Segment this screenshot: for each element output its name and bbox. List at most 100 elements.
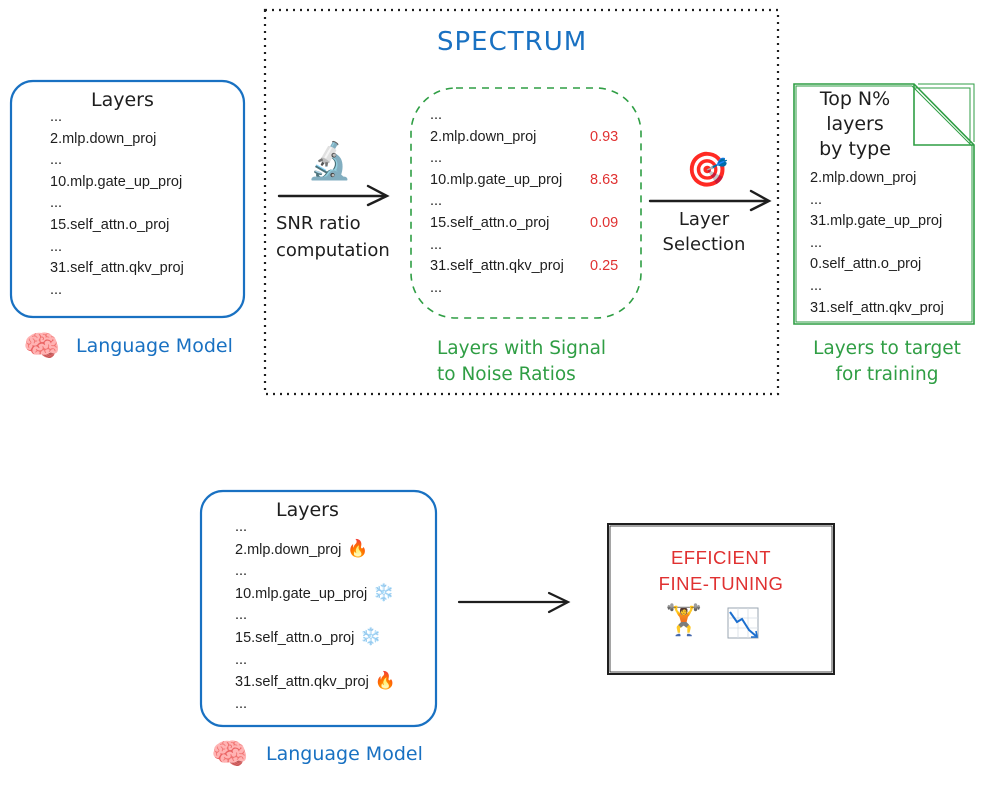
target-layer-line: 0.self_attn.o_proj [810,256,922,273]
layer-name: ... [235,695,248,712]
snr-caption-line-1: Layers with Signal [437,338,607,359]
layer-line: ... [235,694,396,716]
target-layer-line: 31.self_attn.qkv_proj [810,299,944,316]
target-doc-lines: 2.mlp.down_proj... 31.mlp.gate_up_proj...… [810,168,944,319]
snr-value: 0.93 [590,128,619,145]
lm-bottom-lines: ...2.mlp.down_proj🔥...10.mlp.gate_up_pro… [235,517,396,715]
snr-frame [410,87,642,319]
snr-row: ... [430,105,630,127]
lm-box-bottom-frame [199,489,438,728]
target-caption-line-1: Layers to target [813,338,961,359]
layer-name: ... [235,607,248,624]
brain-icon: 🧠 [23,329,61,364]
layer-line: 10.mlp.gate_up_proj [50,173,183,190]
layer-line: 10.mlp.gate_up_proj ❄️ [235,583,396,606]
layer-line: 15.self_attn.o_proj [50,216,170,233]
snr-value: 0.09 [590,214,619,231]
layer-line: 15.self_attn.o_proj ❄️ [235,627,396,650]
layer-name: 2.mlp.down_proj [235,541,342,558]
layer-name: ... [235,519,248,535]
selection-label: Layer Selection [659,207,749,257]
layer-line: 31.self_attn.qkv_proj [50,260,184,277]
target-layer-line: ... [810,191,823,208]
brain-icon: 🧠 [211,737,249,772]
target-doc-title-line-1: Top N% [819,88,891,110]
snr-row: ... [430,235,630,257]
selection-label-line-2: Selection [662,234,746,255]
layer-line: ... [235,650,396,672]
target-layer-line: ... [810,234,823,251]
layer-name: 31.self_attn.qkv_proj [235,674,369,691]
microscope-icon: 🔬 [307,141,352,182]
layer-line: 2.mlp.down_proj 🔥 [235,539,396,562]
layer-name: ... [430,193,443,210]
snr-row: ... [430,191,630,213]
weightlifter-icon: 🏋️ [665,603,703,638]
target-doc-frame [793,83,975,325]
lm-box-top-frame [9,79,246,319]
layer-name: 2.mlp.down_proj [430,128,537,145]
snr-label-line-1: SNR ratio [276,213,361,234]
layer-line: ... [235,561,396,583]
layer-name: ... [235,563,248,580]
snr-label: SNR ratio computation [276,210,390,264]
snr-value: 0.25 [590,258,619,275]
lm-top-title: Layers [91,89,154,111]
snr-row: 31.self_attn.qkv_proj 0.25 [430,256,630,278]
result-title: EFFICIENT FINE-TUNING [610,545,832,597]
layer-name: 31.self_attn.qkv_proj [430,258,564,275]
layer-name: 10.mlp.gate_up_proj [430,171,563,188]
layer-name: 15.self_attn.o_proj [430,214,550,231]
layer-name: ... [430,150,443,167]
snr-caption-line-2: to Noise Ratios [437,364,576,385]
layer-name: ... [430,236,443,253]
snr-row: ... [430,278,630,300]
lm-top-caption: Language Model [76,335,233,357]
fire-icon: 🔥 [347,538,369,559]
lm-bottom-title: Layers [276,499,339,521]
arrow-snr [277,184,390,207]
layer-line: ... [50,109,63,125]
layer-line: 31.self_attn.qkv_proj 🔥 [235,671,396,694]
layer-line: ... [50,238,63,255]
snr-value: 8.63 [590,171,619,188]
target-doc-title-line-3: by type [819,138,891,160]
target-layer-line: 2.mlp.down_proj [810,170,917,186]
layer-line: ... [50,281,63,298]
result-title-line-1: EFFICIENT [670,547,772,568]
target-layer-line: 31.mlp.gate_up_proj [810,213,943,230]
target-caption-line-2: for training [835,364,939,385]
target-layer-line: ... [810,277,823,294]
lm-bottom-caption: Language Model [266,743,423,765]
layer-line: ... [50,195,63,212]
target-caption: Layers to target for training [796,336,978,388]
snr-row: 15.self_attn.o_proj 0.09 [430,213,630,235]
result-box-frame [607,523,835,675]
layer-line: ... [235,605,396,627]
snowflake-icon: ❄️ [360,626,382,647]
layer-name: 15.self_attn.o_proj [235,629,355,646]
chart-decreasing-icon [727,607,759,639]
layer-name: ... [235,651,248,668]
snr-caption: Layers with Signal to Noise Ratios [437,336,606,388]
snr-row: ... [430,148,630,170]
fire-icon: 🔥 [374,671,396,692]
spectrum-title: SPECTRUM [437,27,588,57]
layer-line: ... [235,517,396,539]
layer-line: ... [50,152,63,169]
layer-name: ... [430,107,443,123]
layer-line: 2.mlp.down_proj [50,130,157,147]
selection-label-line-1: Layer [678,209,730,230]
snowflake-icon: ❄️ [373,582,395,603]
result-title-line-2: FINE-TUNING [658,573,784,594]
layer-name: ... [430,279,443,296]
arrow-selection [648,189,772,212]
target-doc-title-line-2: layers [826,113,884,135]
snr-row: 2.mlp.down_proj 0.93 [430,127,630,149]
target-icon: 🎯 [686,150,729,190]
layer-name: 10.mlp.gate_up_proj [235,585,368,602]
arrow-finetune [457,591,571,614]
snr-row: 10.mlp.gate_up_proj 8.63 [430,170,630,192]
